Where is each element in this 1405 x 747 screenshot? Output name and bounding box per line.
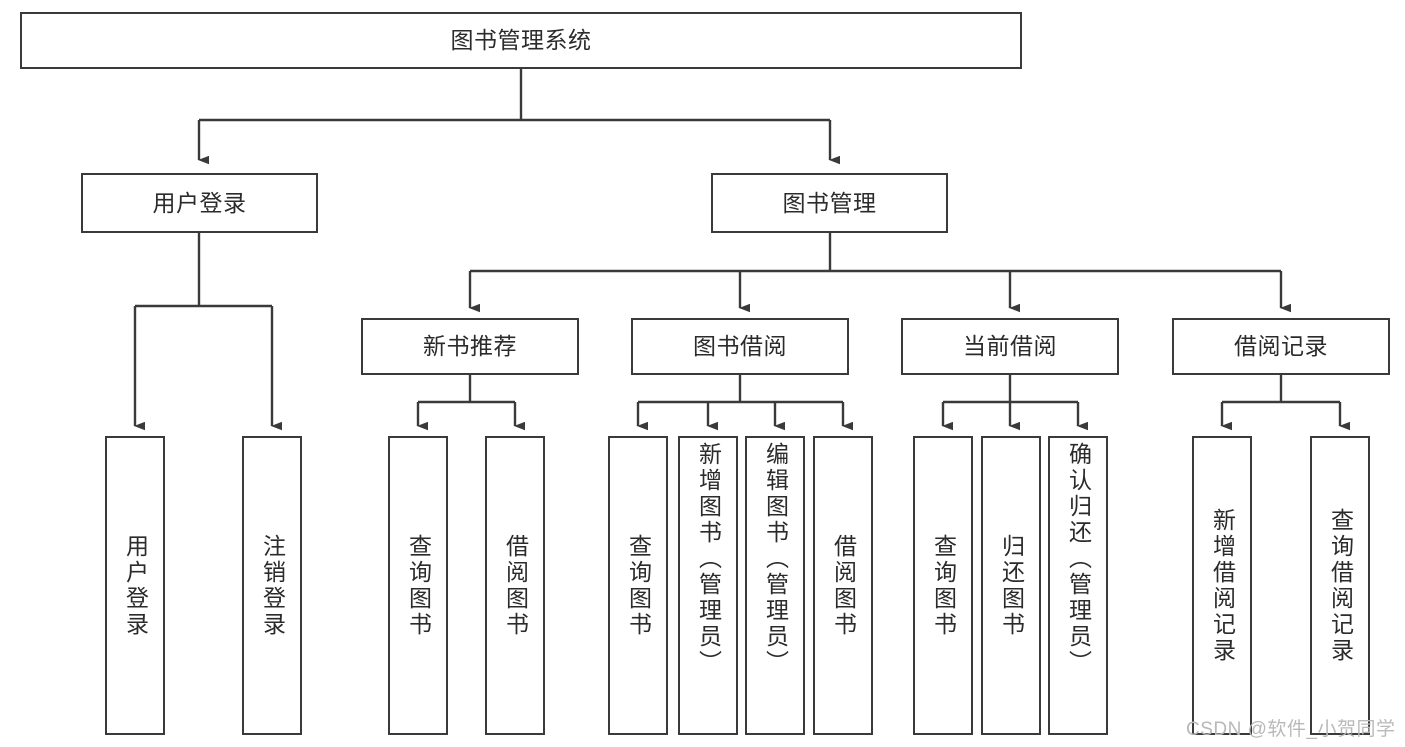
node-leaf-edit-book-label: 编辑图书（管理员）	[762, 442, 789, 676]
node-leaf-borrow-book-2[interactable]: 借阅图书	[813, 436, 873, 735]
node-leaf-add-record[interactable]: 新增借阅记录	[1192, 436, 1252, 735]
node-book-borrow-label: 图书借阅	[693, 333, 787, 360]
node-new-book-recommend-label: 新书推荐	[423, 333, 517, 360]
node-leaf-borrow-book-1-label: 借阅图书	[502, 533, 529, 638]
node-leaf-add-book-label: 新增图书（管理员）	[695, 442, 722, 676]
node-leaf-user-logout[interactable]: 注销登录	[242, 436, 302, 735]
node-leaf-query-book-3-label: 查询图书	[930, 533, 957, 638]
node-leaf-query-record[interactable]: 查询借阅记录	[1310, 436, 1370, 735]
node-leaf-user-login-label: 用户登录	[122, 533, 149, 638]
node-user-login[interactable]: 用户登录	[81, 173, 318, 233]
node-leaf-user-login[interactable]: 用户登录	[105, 436, 165, 735]
node-leaf-add-book[interactable]: 新增图书（管理员）	[678, 436, 738, 735]
node-root-label: 图书管理系统	[450, 27, 592, 54]
node-leaf-borrow-book-2-label: 借阅图书	[830, 533, 857, 638]
node-leaf-query-book-3[interactable]: 查询图书	[913, 436, 973, 735]
node-book-borrow[interactable]: 图书借阅	[631, 318, 849, 375]
node-leaf-query-book-1[interactable]: 查询图书	[388, 436, 448, 735]
node-leaf-query-book-2-label: 查询图书	[625, 533, 652, 638]
node-book-manage-label: 图书管理	[782, 189, 877, 216]
node-leaf-confirm-return-label: 确认归还（管理员）	[1065, 442, 1092, 676]
node-borrow-record-label: 借阅记录	[1234, 333, 1328, 360]
node-leaf-query-book-1-label: 查询图书	[405, 533, 432, 638]
node-leaf-add-record-label: 新增借阅记录	[1209, 507, 1236, 664]
node-current-borrow[interactable]: 当前借阅	[901, 318, 1119, 375]
node-user-login-label: 用户登录	[152, 189, 247, 216]
node-leaf-confirm-return[interactable]: 确认归还（管理员）	[1048, 436, 1108, 735]
node-root[interactable]: 图书管理系统	[20, 12, 1022, 69]
node-book-manage[interactable]: 图书管理	[711, 173, 948, 233]
node-leaf-edit-book[interactable]: 编辑图书（管理员）	[745, 436, 805, 735]
node-leaf-borrow-book-1[interactable]: 借阅图书	[485, 436, 545, 735]
csdn-watermark: CSDN @软件_小贺同学	[1186, 719, 1396, 740]
node-current-borrow-label: 当前借阅	[963, 333, 1057, 360]
node-leaf-user-logout-label: 注销登录	[259, 533, 286, 638]
node-borrow-record[interactable]: 借阅记录	[1172, 318, 1390, 375]
node-leaf-query-book-2[interactable]: 查询图书	[608, 436, 668, 735]
node-leaf-return-book-label: 归还图书	[998, 533, 1025, 638]
node-leaf-return-book[interactable]: 归还图书	[981, 436, 1041, 735]
node-new-book-recommend[interactable]: 新书推荐	[361, 318, 579, 375]
node-leaf-query-record-label: 查询借阅记录	[1327, 507, 1354, 664]
